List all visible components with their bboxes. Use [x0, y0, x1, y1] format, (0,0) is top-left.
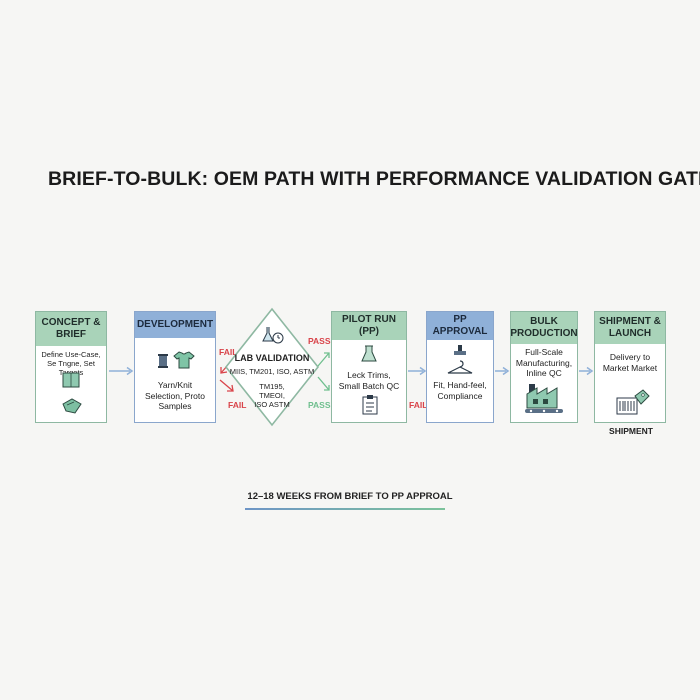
arrow-right-icon: [408, 366, 427, 376]
stage-header: PILOT RUN (PP): [332, 312, 406, 340]
arrow-right-icon: [109, 366, 134, 376]
stage-description: Fit, Hand-feel, Compliance: [433, 380, 487, 401]
fail-label: FAIL: [228, 400, 247, 410]
factory-icon: [525, 380, 565, 421]
stage-header: BULK PRODUCTION: [510, 312, 578, 344]
arrow-right-icon: [495, 366, 510, 376]
pass-label: PASS: [308, 336, 331, 346]
fail-label: FAIL: [409, 400, 428, 410]
fail-label: FAIL: [219, 347, 238, 357]
stage-description: Leck Trims, Small Batch QC: [338, 370, 400, 391]
pass-label: PASS: [308, 400, 331, 410]
shipment-caption: SHIPMENT: [609, 426, 653, 436]
stage-pp-approval[interactable]: PP APPROVAL Fit, Hand-feel, Compliance: [426, 311, 494, 423]
hanger-icon: [446, 359, 474, 380]
stage-header: CONCEPT & BRIEF: [36, 312, 106, 346]
timeline-label: 12–18 WEEKS FROM BRIEF TO PP APPROAL: [247, 491, 453, 502]
stage-concept-brief[interactable]: CONCEPT & BRIEF Define Use-Case, Se Tngn…: [35, 311, 107, 423]
clipboard-checklist-icon: [361, 394, 379, 421]
gate-standards-line1: MIIS, TM201, ISO, ASTM: [229, 367, 315, 376]
pass-arrow-icon: [317, 352, 330, 367]
tshirt-icon: [173, 350, 195, 375]
stage-header: DEVELOPMENT: [135, 312, 215, 338]
lab-validation-gate[interactable]: [222, 305, 322, 429]
stage-shipment-launch[interactable]: SHIPMENT & LAUNCH Delivery to Market Mar…: [594, 311, 666, 423]
gate-standards-line2: TM195, TMEOI, ISO ASTM: [254, 382, 290, 409]
arrow-right-icon: [579, 366, 594, 376]
fail-arrow-icon: [219, 379, 234, 392]
approval-stamp-icon: [452, 344, 468, 363]
flask-icon: [262, 325, 284, 350]
stage-pilot-run[interactable]: PILOT RUN (PP) Leck Trims, Small Batch Q…: [331, 311, 407, 423]
stage-header: SHIPMENT & LAUNCH: [595, 312, 665, 344]
stage-header: PP APPROVAL: [427, 312, 493, 340]
flask-icon: [360, 344, 378, 369]
stage-bulk-production[interactable]: BULK PRODUCTION Full-Scale Manufacturing…: [510, 311, 578, 423]
stage-description: Delivery to Market Market: [602, 352, 658, 373]
page-title: BRIEF-TO-BULK: OEM PATH WITH PERFORMANCE…: [48, 168, 700, 190]
fabric-swatch-icon: [59, 370, 83, 395]
gate-title: LAB VALIDATION: [234, 353, 310, 363]
fabric-sample-icon: [60, 396, 84, 421]
stage-description: Full-Scale Manufacturing, Inline QC: [515, 347, 573, 378]
thread-spool-icon: [155, 352, 171, 375]
stage-development[interactable]: DEVELOPMENT Yarn/Knit Selection, Proto S…: [134, 311, 216, 423]
timeline-bar: [245, 508, 445, 510]
pass-arrow-icon: [317, 376, 330, 391]
shipping-tag-icon: [615, 388, 651, 423]
stage-description: Yarn/Knit Selection, Proto Samples: [144, 380, 205, 411]
